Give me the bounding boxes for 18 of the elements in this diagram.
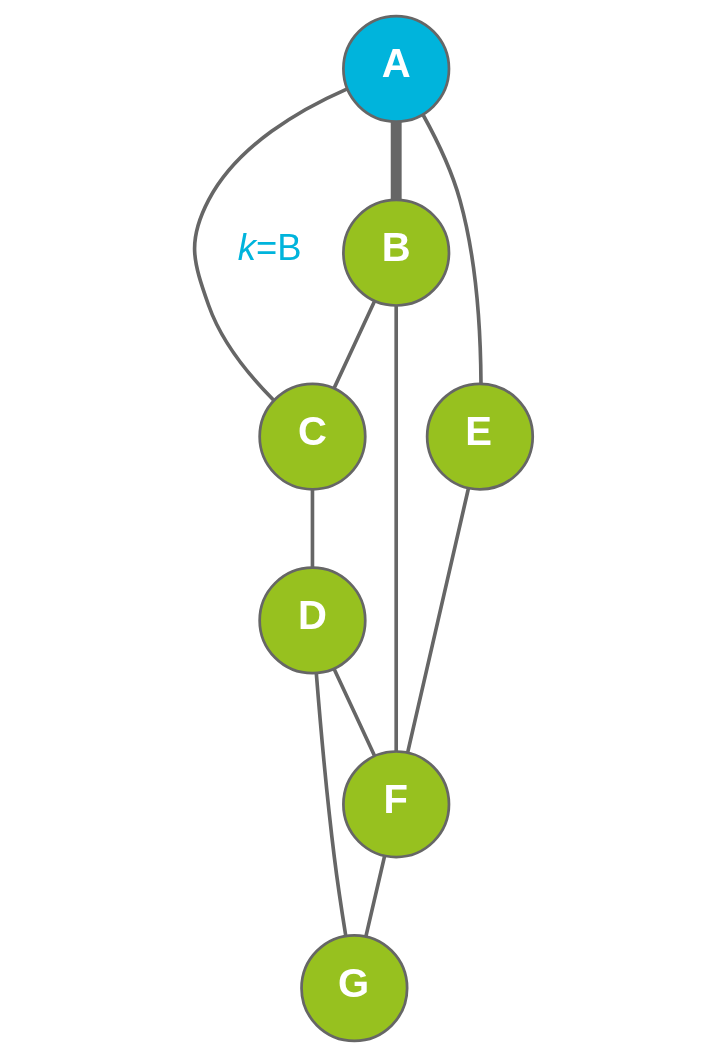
connector: [332, 667, 377, 757]
connector: [364, 855, 387, 937]
connector: [192, 87, 348, 402]
connector: [314, 673, 348, 936]
node-circle: C: [258, 382, 367, 491]
connector: [332, 300, 377, 389]
connector: [421, 113, 483, 384]
node-circle: D: [258, 566, 367, 675]
node-circle: F: [342, 750, 451, 859]
node-circle: E: [425, 382, 535, 491]
node-circle: G: [300, 934, 409, 1043]
connector: [394, 305, 398, 752]
node-circle: B: [342, 198, 451, 307]
connector: [390, 121, 402, 200]
connector: [405, 487, 471, 754]
node-label: k=B: [237, 227, 302, 268]
node-circle: A: [342, 14, 451, 123]
connector: [310, 489, 315, 568]
